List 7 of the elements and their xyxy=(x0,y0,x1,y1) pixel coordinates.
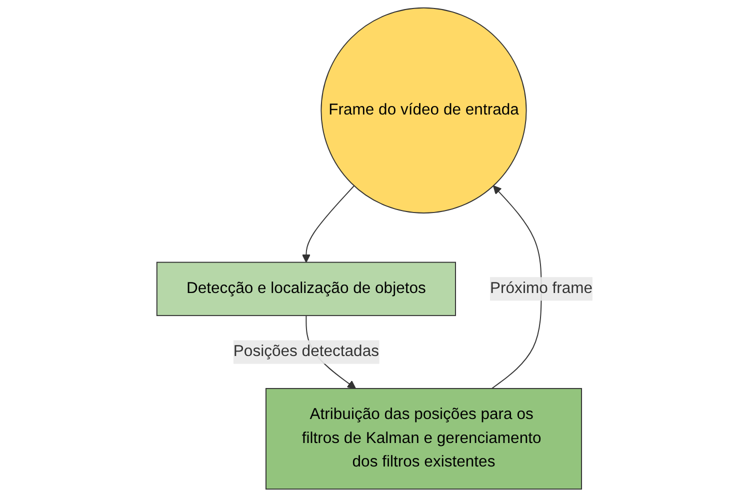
node-circle: Frame do vídeo de entrada xyxy=(320,7,527,214)
arrow xyxy=(302,185,354,263)
node-box: Atribuição das posições para os filtros de Kalman e gerenciamento dos filtros existentes xyxy=(265,388,582,490)
edge-label: Próximo frame xyxy=(490,280,592,297)
arrow xyxy=(491,185,542,390)
edge-label: Posições detectadas xyxy=(233,343,379,360)
node-box: Detecção e localização de objetos xyxy=(156,262,456,316)
